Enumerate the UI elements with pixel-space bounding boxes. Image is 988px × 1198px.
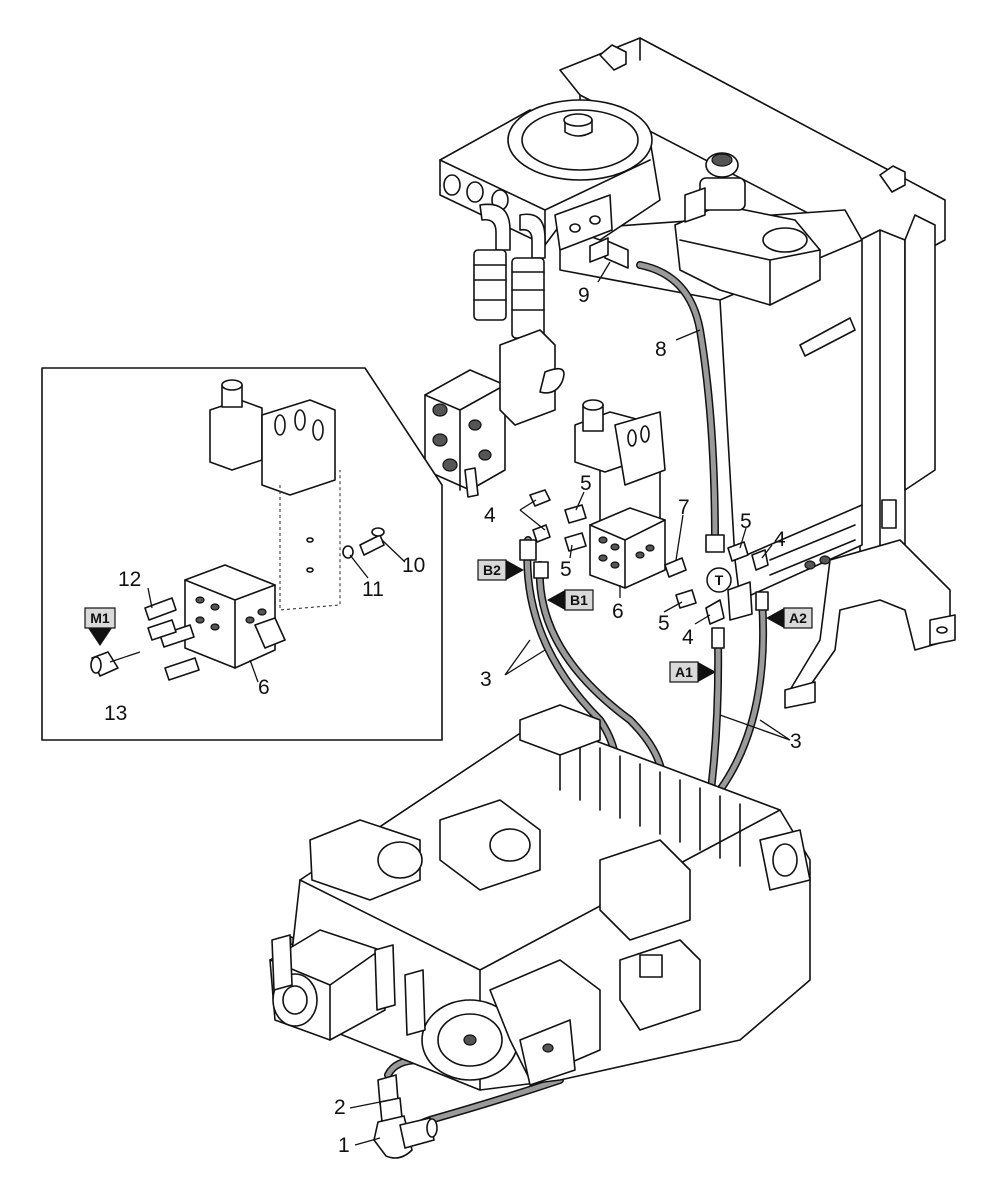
port-tag-b2: B2 [477,559,524,581]
callout-7: 7 [678,496,690,519]
callout-8: 8 [655,338,667,361]
svg-text:T: T [715,572,724,588]
callout-12: 12 [118,568,141,591]
callout-6: 6 [612,600,624,623]
callout-4: 4 [774,528,786,551]
callout-5: 5 [580,472,592,495]
callout-5: 5 [658,612,670,635]
port-tag-a2: A2 [766,607,813,629]
svg-text:A2: A2 [789,610,807,626]
callout-4: 4 [682,626,694,649]
port-tag-a1: A1 [669,661,716,683]
detail-inset [41,367,443,741]
port-tag-t: T [706,567,732,593]
return-hose-8 [589,237,725,553]
center-valve-assembly [574,399,666,589]
callout-13: 13 [104,702,127,725]
callout-9: 9 [578,284,590,307]
leader-lines [147,261,791,1146]
callout-6: 6 [258,676,270,699]
pump-assembly [269,704,811,1091]
callout-5: 5 [740,510,752,533]
callout-2: 2 [334,1096,346,1119]
svg-text:M1: M1 [90,610,110,626]
callout-11: 11 [362,578,384,601]
filter-housing [439,99,661,339]
pressure-filter [674,152,821,306]
bottom-fittings [373,1074,438,1159]
callout-10: 10 [402,554,425,577]
callout-labels: 9 8 4 5 5 7 5 4 6 5 4 3 3 2 1 10 11 12 1… [104,284,802,1157]
callout-3: 3 [790,730,802,753]
callout-4: 4 [484,504,496,527]
port-tag-m1: M1 [84,607,116,646]
svg-text:B2: B2 [483,562,501,578]
svg-text:A1: A1 [675,664,693,680]
tank-frame [559,37,956,709]
callout-5: 5 [560,558,572,581]
svg-text:B1: B1 [570,592,588,608]
callout-1: 1 [338,1134,350,1157]
port-tag-b1: B1 [547,589,594,611]
upper-valve-block [424,329,565,498]
callout-3: 3 [480,668,492,691]
